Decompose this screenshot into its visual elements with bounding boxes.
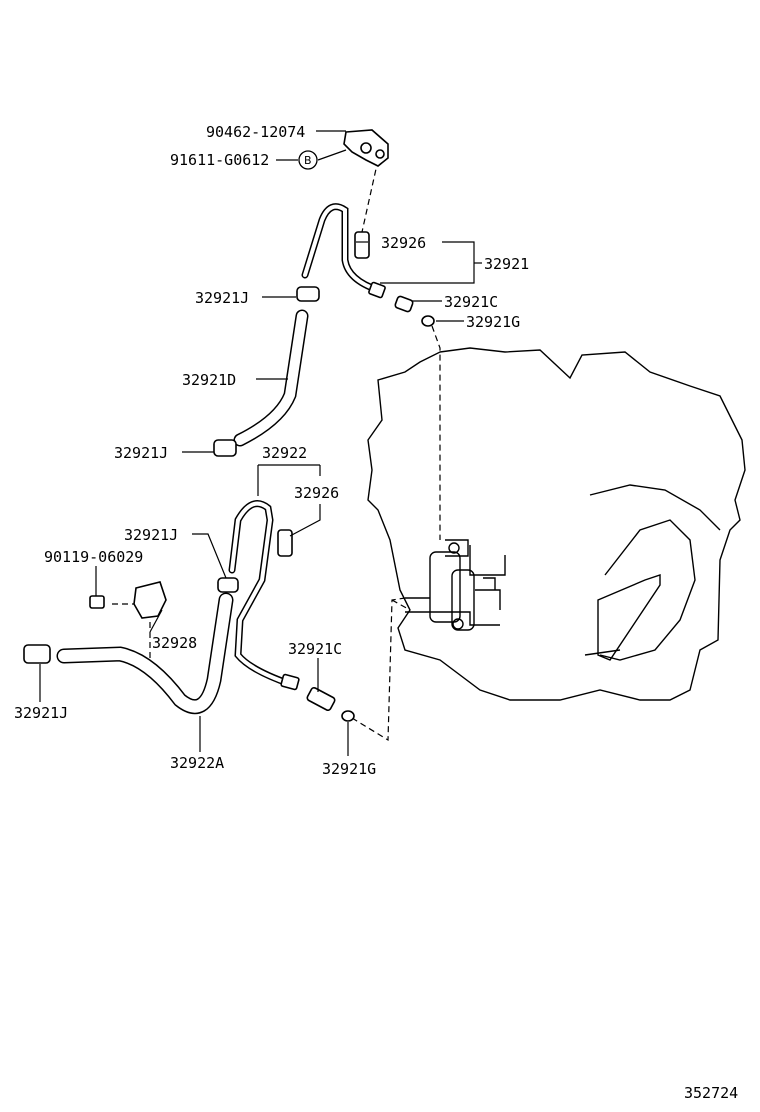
dashed-guides <box>110 159 441 742</box>
label-32926-mid: 32926 <box>294 484 339 502</box>
label-32921d: 32921D <box>182 371 236 389</box>
label-32921g-top: 32921G <box>466 313 520 331</box>
label-32926-top: 32926 <box>381 234 426 252</box>
hose-32922a <box>56 592 234 715</box>
label-32922: 32922 <box>262 444 307 462</box>
tube-32922 <box>228 500 300 691</box>
label-90462-12074: 90462-12074 <box>206 123 305 141</box>
transmission-housing <box>367 347 746 701</box>
clamp-32921j-4 <box>23 644 51 664</box>
tube-32921-upper <box>301 203 386 299</box>
label-32921j-4: 32921J <box>14 704 68 722</box>
clamp-32921j-2 <box>213 439 237 457</box>
gasket-32921g-bottom <box>341 710 355 722</box>
gasket-32921g-top <box>421 315 435 327</box>
label-32921c-top: 32921C <box>444 293 498 311</box>
diagram-id: 352724 <box>684 1084 738 1102</box>
connector-32921c-bottom <box>306 686 336 712</box>
bracket-90462 <box>343 129 389 167</box>
clamp-32921j-top <box>296 286 320 302</box>
labels: 90462-12074 91611-G0612 B 32926 32921 32… <box>14 123 738 1102</box>
label-32921j-2: 32921J <box>114 444 168 462</box>
b-circle-icon <box>298 150 318 170</box>
label-32921: 32921 <box>484 255 529 273</box>
leader-lines <box>39 130 482 756</box>
clamp-32928 <box>133 581 167 619</box>
bolt-90119 <box>89 595 105 609</box>
label-32921g-bottom: 32921G <box>322 760 376 778</box>
label-b-mark: B <box>304 154 312 167</box>
label-90119-06029: 90119-06029 <box>44 548 143 566</box>
connector-32921c-top <box>394 295 414 313</box>
label-32921j-3: 32921J <box>124 526 178 544</box>
label-91611-g0612: 91611-G0612 <box>170 151 269 169</box>
label-32921j-1: 32921J <box>195 289 249 307</box>
clamp-32921j-3 <box>217 577 239 593</box>
hose-32921d <box>233 309 309 447</box>
label-32928: 32928 <box>152 634 197 652</box>
label-32922a: 32922A <box>170 754 224 772</box>
label-32921c-bottom: 32921C <box>288 640 342 658</box>
